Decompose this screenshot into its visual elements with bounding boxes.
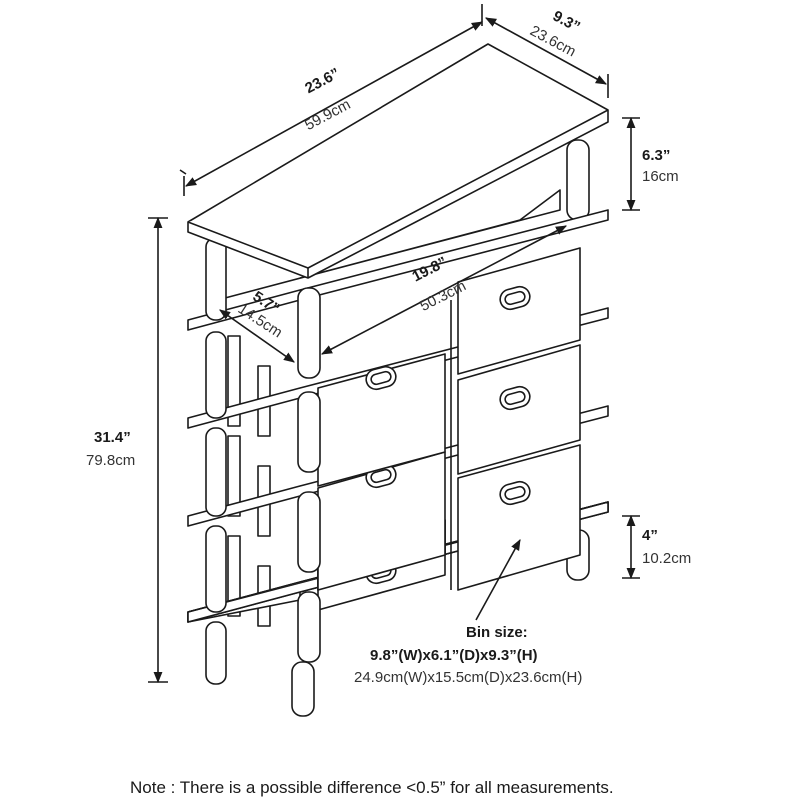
bin-size-imperial: 9.8”(W)x6.1”(D)x9.3”(H): [370, 647, 538, 664]
top-board: [187, 43, 609, 279]
top-depth-imperial: 9.3”: [550, 7, 583, 35]
bin-bottom-right: [457, 444, 581, 591]
bin-size-callout: Bin size: 9.8”(W)x6.1”(D)x9.3”(H) 24.9cm…: [354, 624, 582, 686]
label-leg-height: 4” 10.2cm: [642, 527, 691, 567]
top-clearance-imperial: 6.3”: [642, 147, 670, 164]
side-panels: [227, 335, 271, 627]
label-total-height: 31.4” 79.8cm: [86, 429, 135, 469]
top-clearance-metric: 16cm: [642, 168, 679, 185]
total-height-metric: 79.8cm: [86, 452, 135, 469]
front-legs: [205, 237, 321, 717]
bin-size-title: Bin size:: [466, 624, 528, 641]
label-top-width: 23.6” 59.9cm: [302, 65, 353, 134]
leg-height-metric: 10.2cm: [642, 550, 691, 567]
bin-size-metric: 24.9cm(W)x15.5cm(D)x23.6cm(H): [354, 669, 582, 686]
top-width-imperial: 23.6”: [302, 65, 342, 97]
label-top-clearance: 6.3” 16cm: [642, 147, 679, 185]
bin-middle-left: [317, 451, 446, 591]
label-top-depth: 9.3” 23.6cm: [527, 7, 583, 60]
measurement-note: Note : There is a possible difference <0…: [130, 778, 614, 797]
dimension-lines: [148, 4, 640, 684]
total-height-imperial: 31.4”: [94, 429, 131, 446]
bin-middle-right: [457, 344, 581, 475]
shelf-unit-drawing: [187, 43, 609, 717]
leg-height-imperial: 4”: [642, 527, 658, 544]
